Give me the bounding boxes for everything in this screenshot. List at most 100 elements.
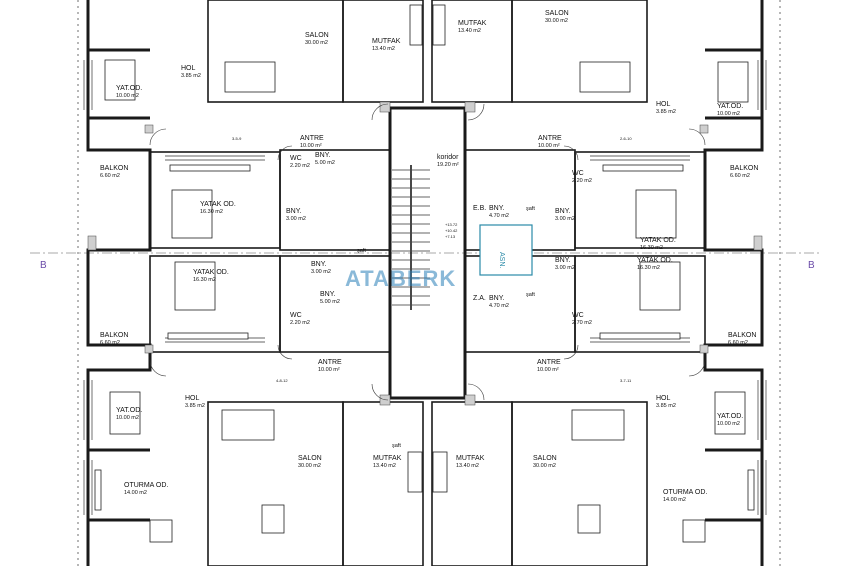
room-name: BNY. [555,208,570,215]
room-name: YAT.OD. [717,103,743,110]
room-area: 30.00 m2 [305,40,328,46]
room-name: SALON [298,455,322,462]
room-name: BNY. [555,257,570,264]
tag-top-left: 3-5-9 [232,136,242,141]
room-area: 3.85 m2 [656,109,676,115]
watermark-logo: ATABERK [345,266,456,291]
room-name: YAT.OD. [116,407,142,414]
tag-bottom-left: 4-8-12 [276,378,288,383]
room-yatak-tl: YATAK OD.16.30 m2 [200,201,236,215]
room-name: BALKON [728,332,756,339]
doors [149,103,706,401]
room-name: ANTRE [538,135,562,142]
room-name: HOL [656,101,671,108]
room-area: 10.00 m² [300,143,322,149]
room-area: 13.40 m2 [372,46,395,52]
room-name: YAT.OD. [116,85,142,92]
room-area: 14.00 m2 [124,490,147,496]
room-area: 2.20 m2 [290,320,310,326]
room-area: 10.00 m² [318,367,340,373]
room-area: 10.00 m2 [116,93,139,99]
room-name: ANTRE [300,135,324,142]
room-wc-br: WC2.70 m2 [572,312,592,326]
room-area: 5.00 m2 [315,160,335,166]
room-name: BNY. [315,152,330,159]
room-name: BNY. [320,291,335,298]
room-yatod-tl: YAT.OD.10.00 m2 [116,85,142,99]
room-area: 30.00 m2 [545,18,568,24]
room-name: MUTFAK [456,455,485,462]
room-area: 13.40 m2 [458,28,481,34]
room-bny-br: BNY.3.00 m2 [555,257,575,271]
shaft-label-salon: şaft [392,443,401,449]
room-yatak-br: YATAK OD.16.30 m2 [637,257,673,271]
elevator-label: ASN. [498,252,505,268]
room-area: 3.85 m2 [185,403,205,409]
room-name: WC [290,155,302,162]
room-area: 13.40 m2 [373,463,396,469]
section-mark-left: B [40,260,47,271]
room-name: YATAK OD. [637,257,673,264]
room-area: 10.00 m² [538,143,560,149]
room-wc-tl: WC2.20 m2 [290,155,310,169]
room-area: 3.00 m2 [286,216,306,222]
room-area: 3.85 m2 [656,403,676,409]
outer-walls [86,0,764,566]
room-area: 3.85 m2 [181,73,201,79]
room-name: BALKON [730,165,758,172]
room-area: 30.00 m2 [298,463,321,469]
room-wc-bl: WC2.20 m2 [290,312,310,326]
room-yatak-bl: YATAK OD.16.30 m2 [193,269,229,283]
level-mid: +10.42 [445,228,458,233]
tag-top-right: 2-6-10 [620,136,632,141]
room-area: 2.70 m2 [572,320,592,326]
room-bny-bl2: BNY.5.00 m2 [320,291,340,305]
room-area: 10.00 m2 [717,421,740,427]
room-name: YAT.OD. [717,413,743,420]
room-name: HOL [181,65,196,72]
room-name: SALON [305,32,329,39]
room-name: MUTFAK [373,455,402,462]
shaft-label-top: şaft [357,248,366,254]
room-area: 4.70 m2 [489,303,509,309]
room-name: YATAK OD. [193,269,229,276]
room-name: YATAK OD. [640,237,676,244]
room-eb-top: E.B. [473,205,486,212]
room-area: 2.20 m2 [572,178,592,184]
room-oturma-bl: OTURMA OD.14.00 m2 [124,482,168,496]
room-yatod-bl: YAT.OD.10.00 m2 [116,407,142,421]
room-bny-bl1: BNY.3.00 m2 [311,261,331,275]
room-name: MUTFAK [458,20,487,27]
room-name: Z.A. [473,295,486,302]
room-bny-tr: BNY.3.00 m2 [555,208,575,222]
room-area: 14.00 m2 [663,497,686,503]
room-bny-c1: BNY.4.70 m2 [489,205,509,219]
room-area: 16.30 m2 [200,209,223,215]
room-area: 3.00 m2 [555,216,575,222]
room-name: OTURMA OD. [663,489,707,496]
room-area: 16.30 m2 [640,245,663,251]
room-name: HOL [185,395,200,402]
level-top: +13.72 [445,222,458,227]
room-area: 13.40 m2 [456,463,479,469]
room-name: HOL [656,395,671,402]
room-yatak-tr: YATAK OD.16.30 m2 [640,237,676,251]
level-bot: +7.13 [445,234,456,239]
room-bny-tl2: BNY.3.00 m2 [286,208,306,222]
room-name: BNY. [311,261,326,268]
room-area: 30.00 m2 [533,463,556,469]
room-name: BALKON [100,165,128,172]
tag-bottom-right: 3-7-11 [620,378,632,383]
